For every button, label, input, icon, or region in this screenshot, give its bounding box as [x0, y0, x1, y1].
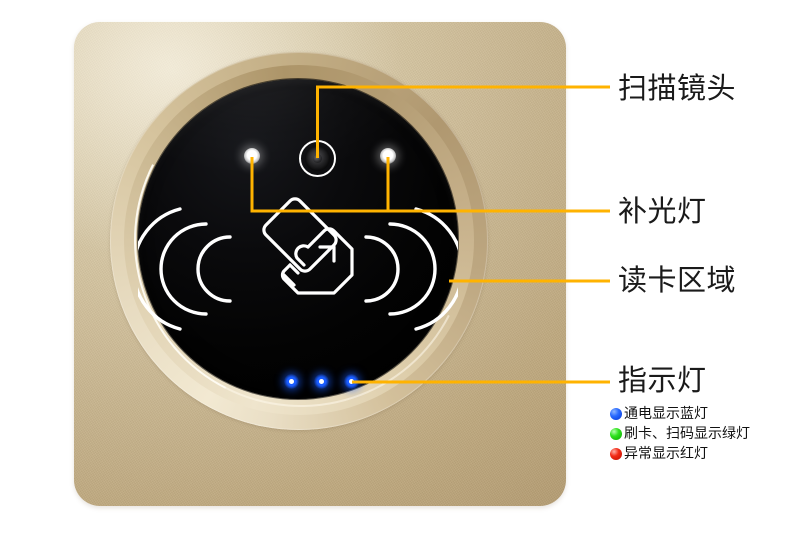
legend-item-green: 刷卡、扫码显示绿灯	[610, 424, 800, 443]
legend-label-blue: 通电显示蓝灯	[624, 405, 708, 422]
indicator-legend: 通电显示蓝灯 刷卡、扫码显示绿灯 异常显示红灯	[610, 404, 800, 464]
fill-light-left	[244, 148, 260, 164]
indicator-led-3	[344, 374, 359, 389]
indicator-led-2	[314, 374, 329, 389]
legend-label-green: 刷卡、扫码显示绿灯	[624, 425, 750, 442]
callout-indicator: 指示灯	[618, 363, 707, 397]
blue-dot-icon	[610, 407, 622, 420]
fill-light-right	[380, 148, 396, 164]
callout-scan-lens: 扫描镜头	[618, 71, 737, 105]
legend-item-blue: 通电显示蓝灯	[610, 404, 800, 423]
callout-fill-light: 补光灯	[618, 194, 707, 228]
legend-item-red: 异常显示红灯	[610, 444, 800, 463]
legend-label-red: 异常显示红灯	[624, 445, 708, 462]
green-dot-icon	[610, 427, 622, 440]
black-glass-face	[138, 79, 458, 399]
indicator-led-1	[284, 374, 299, 389]
scan-lens-pupil	[313, 154, 322, 163]
callout-card-area: 读卡区域	[618, 263, 737, 297]
red-dot-icon	[610, 447, 622, 460]
